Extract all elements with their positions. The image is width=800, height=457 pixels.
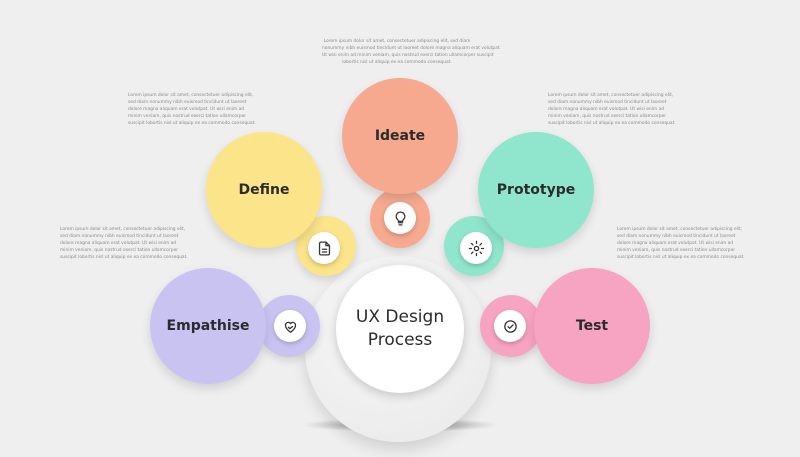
empathise-label: Empathise [166, 318, 250, 334]
ideate-circle: Ideate [342, 78, 458, 194]
empathise-icon-disc [274, 310, 306, 342]
ideate-label: Ideate [374, 128, 426, 144]
test-icon-disc [494, 310, 526, 342]
prototype-circle: Prototype [478, 132, 594, 248]
text-block-right-top: Lorem ipsum dolor sit amet, consectetuer… [548, 93, 676, 126]
heart-hand-icon [284, 321, 296, 333]
gear-icon [468, 240, 484, 256]
text-block-top: Lorem ipsum dolor sit amet, consectetuer… [322, 39, 502, 65]
text-block-left-bottom: Lorem ipsum dolor sit amet, consectetuer… [60, 227, 188, 260]
checkmark-icon [503, 319, 517, 333]
empathise-circle: Empathise [150, 268, 266, 384]
test-circle: Test [534, 268, 650, 384]
document-icon [318, 240, 330, 256]
prototype-label: Prototype [496, 182, 576, 198]
lightbulb-icon [395, 210, 405, 226]
define-circle: Define [206, 132, 322, 248]
center-title: UX Design Process [355, 307, 445, 350]
define-icon-disc [308, 232, 340, 264]
define-label: Define [238, 182, 290, 198]
text-block-right-bottom: Lorem ipsum dolor sit amet, consectetuer… [617, 227, 745, 260]
prototype-icon-disc [460, 232, 492, 264]
ideate-icon-disc [384, 202, 416, 234]
test-label: Test [575, 318, 609, 334]
center-circle: UX Design Process [336, 265, 464, 393]
text-block-left-top: Lorem ipsum dolor sit amet, consectetuer… [128, 93, 256, 126]
